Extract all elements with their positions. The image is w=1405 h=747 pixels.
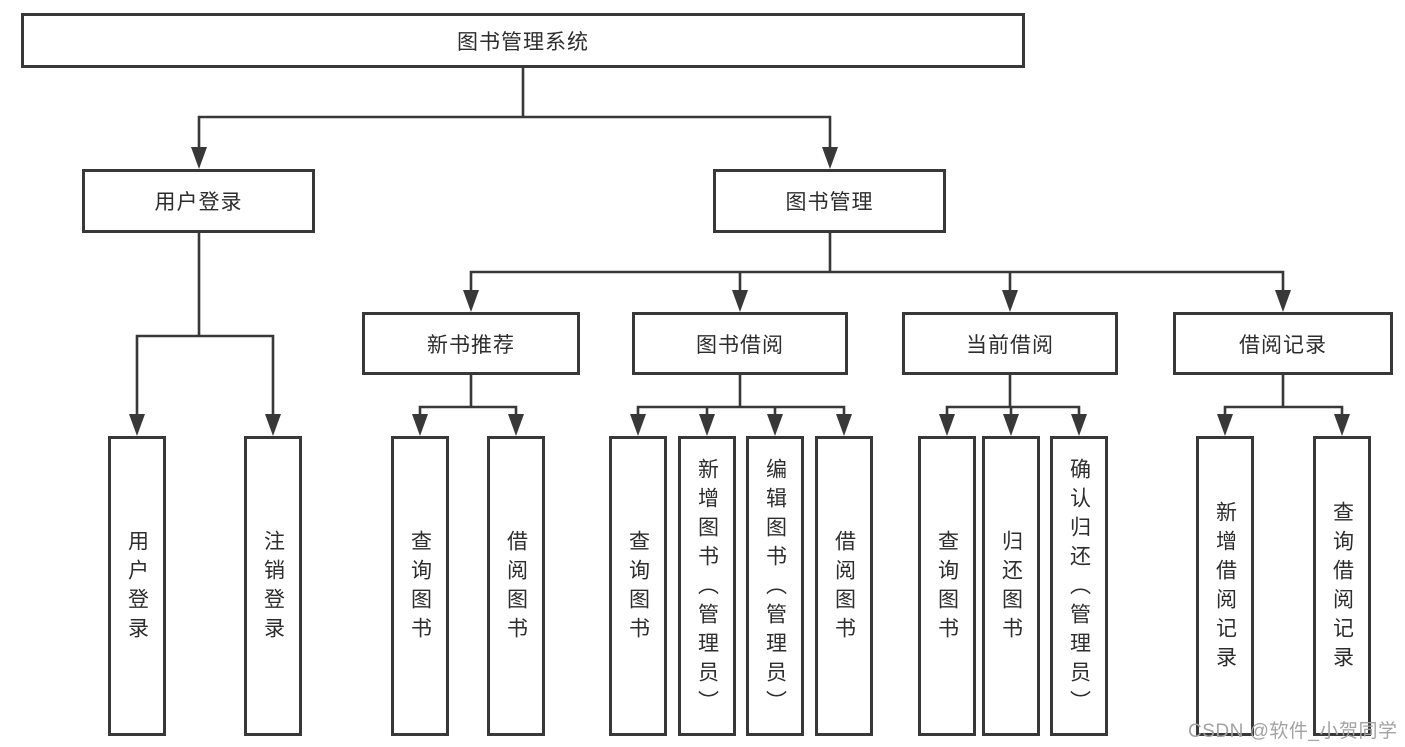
leaf-return-books: 归还图书 (982, 436, 1040, 736)
leaf-borrow-books: 借阅图书 (815, 436, 873, 736)
connector-root (197, 66, 832, 153)
leaf-user-login: 用户登录 (108, 436, 166, 736)
arrowhead (836, 414, 852, 436)
connector-current-borrow (945, 373, 1081, 420)
arrowhead (508, 414, 524, 436)
node-book-management: 图书管理 (713, 169, 946, 233)
arrowhead (265, 414, 281, 436)
leaf-query-books-recommend: 查询图书 (391, 436, 449, 736)
connector-book-mgmt (469, 231, 1285, 296)
arrowhead (699, 414, 715, 436)
leaf-query-books-borrow: 查询图书 (609, 436, 667, 736)
arrowhead (463, 290, 479, 312)
node-book-borrow: 图书借阅 (632, 312, 848, 375)
leaf-add-borrow-record: 新增借阅记录 (1196, 436, 1254, 736)
connector-new-recommend (418, 373, 518, 420)
node-user-login: 用户登录 (82, 169, 315, 233)
leaf-add-books-admin: 新增图书（管理员） (678, 436, 736, 736)
leaf-logout: 注销登录 (244, 436, 302, 736)
connector-borrow-records (1223, 373, 1344, 420)
connector-book-borrow (636, 373, 846, 420)
node-root-system: 图书管理系统 (21, 13, 1025, 68)
arrowhead (1217, 414, 1233, 436)
arrowhead (1002, 290, 1018, 312)
node-borrow-records: 借阅记录 (1173, 312, 1393, 375)
arrowhead (1275, 290, 1291, 312)
arrowhead (191, 147, 207, 169)
leaf-confirm-return-admin: 确认归还（管理员） (1050, 436, 1108, 736)
csdn-watermark: CSDN @软件_小贺同学 (1188, 721, 1398, 742)
leaf-query-books-current: 查询图书 (918, 436, 976, 736)
arrowhead (1071, 414, 1087, 436)
arrowhead (630, 414, 646, 436)
node-current-borrow: 当前借阅 (902, 312, 1118, 375)
arrowhead (1003, 414, 1019, 436)
arrowhead (732, 290, 748, 312)
leaf-query-borrow-record: 查询借阅记录 (1313, 436, 1371, 736)
leaf-borrow-books-recommend: 借阅图书 (487, 436, 545, 736)
arrowhead (939, 414, 955, 436)
arrowhead (822, 147, 838, 169)
connector-user-login (135, 231, 275, 420)
arrowhead (412, 414, 428, 436)
arrowhead (129, 414, 145, 436)
arrowhead (767, 414, 783, 436)
node-new-book-recommend: 新书推荐 (362, 312, 580, 375)
leaf-edit-books-admin: 编辑图书（管理员） (746, 436, 804, 736)
arrowhead (1334, 414, 1350, 436)
